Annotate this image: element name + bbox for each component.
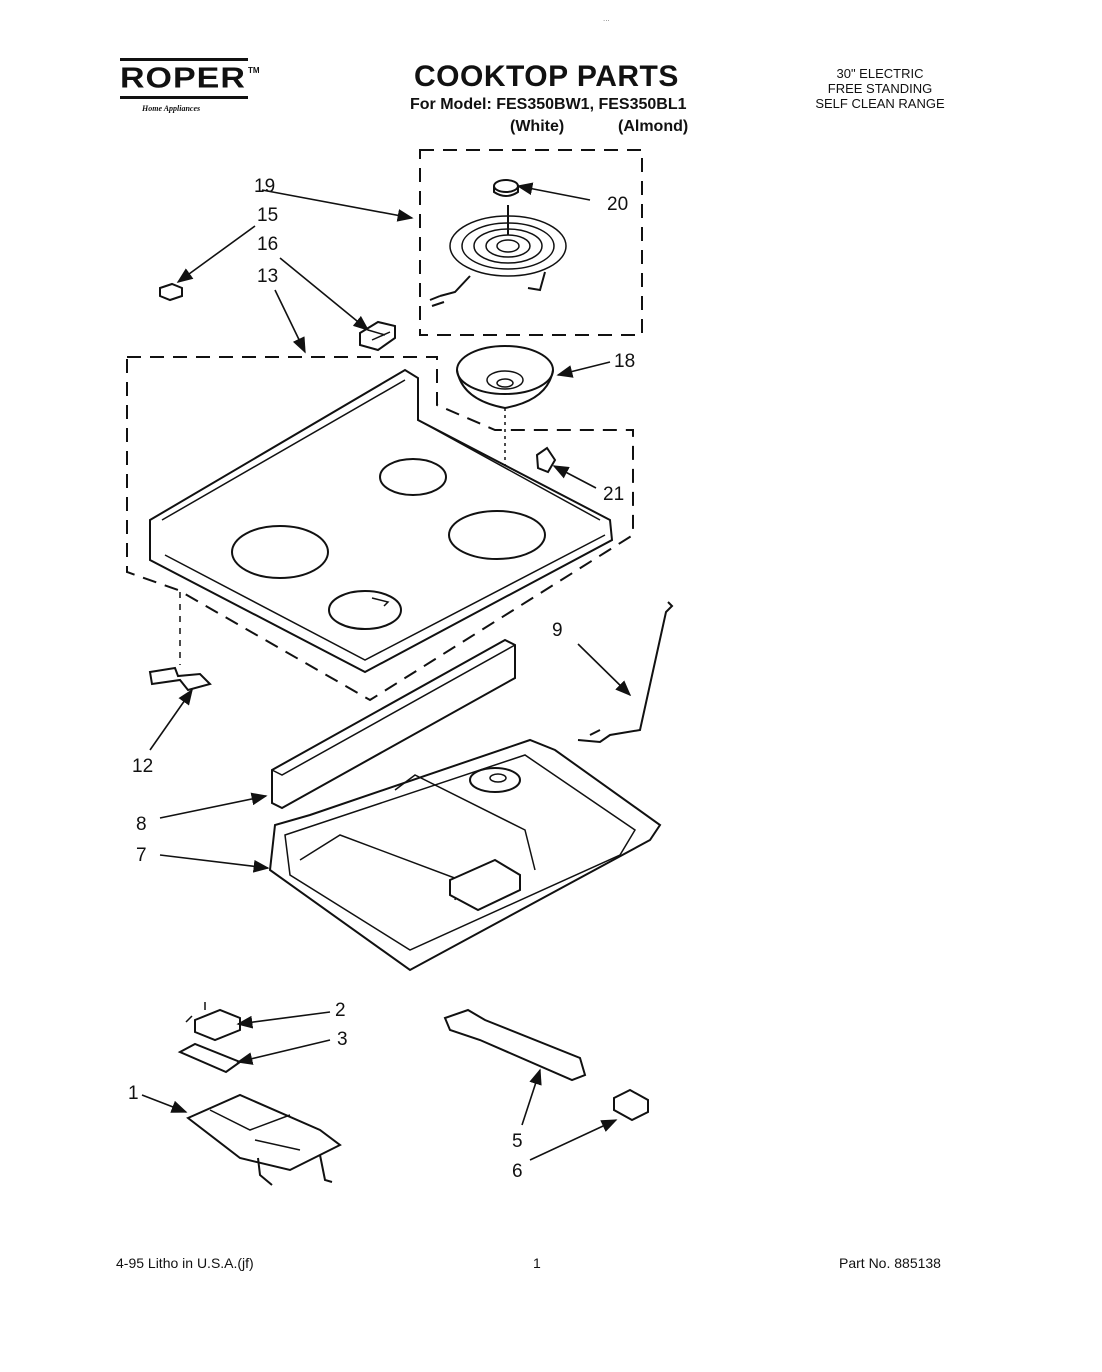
part-3-plate bbox=[177, 1042, 243, 1074]
logo-tagline: Home Appliances bbox=[142, 104, 201, 113]
variant-white: (White) bbox=[510, 118, 565, 135]
part-13-cooktop bbox=[149, 368, 614, 674]
cooktop-group-outline bbox=[126, 356, 634, 702]
part-12-hinge bbox=[148, 592, 212, 692]
callout-18: 18 bbox=[614, 351, 636, 372]
part-19-surface-element bbox=[429, 205, 567, 307]
page-number: 1 bbox=[533, 1255, 541, 1271]
logo-rule-top bbox=[120, 58, 248, 61]
callout-arrows bbox=[141, 182, 632, 1161]
part-15-clip bbox=[159, 282, 183, 302]
callout-15: 15 bbox=[257, 205, 279, 226]
callout-21: 21 bbox=[603, 484, 625, 505]
callout-1: 1 bbox=[128, 1083, 139, 1104]
part-7-tray bbox=[268, 738, 662, 972]
logo-wordmark: ROPER bbox=[120, 62, 246, 95]
callout-16: 16 bbox=[257, 234, 279, 255]
callout-12: 12 bbox=[132, 756, 154, 777]
litho-note: 4-95 Litho in U.S.A.(jf) bbox=[116, 1255, 254, 1271]
part-8-front-strip bbox=[271, 638, 516, 810]
range-info-line: SELF CLEAN RANGE bbox=[815, 96, 945, 111]
callout-13: 13 bbox=[257, 266, 279, 287]
top-tick-mark: ... bbox=[603, 14, 610, 23]
callout-19: 19 bbox=[254, 176, 276, 197]
part-18-drip-bowl bbox=[456, 345, 554, 520]
part-1-bracket-assembly bbox=[186, 1093, 342, 1186]
callout-7: 7 bbox=[136, 845, 147, 866]
part-9-rod bbox=[577, 601, 674, 744]
logo-rule-bottom bbox=[120, 96, 248, 99]
callout-9: 9 bbox=[552, 620, 563, 641]
part-5-brace bbox=[443, 1008, 587, 1082]
page-title: COOKTOP PARTS bbox=[414, 60, 679, 93]
range-info: 30" ELECTRIC FREE STANDING SELF CLEAN RA… bbox=[780, 66, 980, 111]
callout-3: 3 bbox=[337, 1029, 348, 1050]
part-16-receptacle bbox=[359, 320, 396, 352]
part-number: Part No. 885138 bbox=[839, 1255, 941, 1271]
callout-6: 6 bbox=[512, 1161, 523, 1182]
part-6-cap bbox=[613, 1088, 649, 1122]
callout-5: 5 bbox=[512, 1131, 523, 1152]
callout-2: 2 bbox=[335, 1000, 346, 1021]
variant-almond: (Almond) bbox=[618, 118, 689, 135]
callout-20: 20 bbox=[607, 194, 629, 215]
range-info-line: FREE STANDING bbox=[827, 81, 933, 96]
model-line: For Model: FES350BW1, FES350BL1 bbox=[410, 96, 687, 113]
callout-8: 8 bbox=[136, 814, 147, 835]
part-2-switch bbox=[185, 1002, 241, 1042]
burner-group-outline bbox=[419, 149, 643, 336]
part-21-bracket bbox=[535, 446, 557, 474]
part-20-cap bbox=[493, 179, 519, 197]
range-info-line: 30" ELECTRIC bbox=[836, 66, 924, 81]
logo-trademark: TM bbox=[248, 66, 260, 75]
